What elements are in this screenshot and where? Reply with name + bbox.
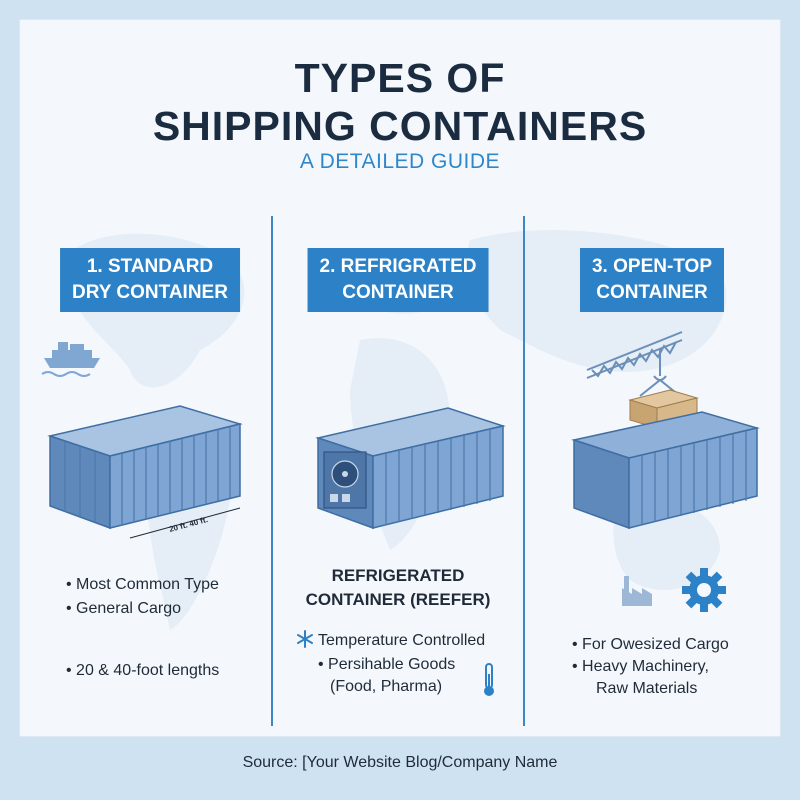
column-heading-line-1: 1. STANDARD — [86, 256, 214, 277]
factory-icon — [622, 576, 652, 606]
column-open-top: 3. OPEN-TOP CONTAINER — [532, 248, 772, 728]
column-standard-dry: 1. STANDARD DRY CONTAINER — [30, 248, 270, 728]
bullet-item: Temperature Controlled — [318, 632, 486, 649]
page-title: TYPES OF SHIPPING CONTAINERS — [20, 54, 780, 150]
column-divider-1 — [271, 216, 273, 726]
reefer-subtitle: REFRIGERATED CONTAINER (REEFER) — [278, 564, 518, 612]
dry-container-illustration: 20 ft. 40 ft. — [41, 342, 243, 539]
crane-icon — [586, 331, 683, 397]
column-heading-line-2: CONTAINER — [596, 282, 708, 303]
bullet-item: • Persihable Goods — [318, 656, 456, 673]
bullet-item: • Most Common Type — [66, 576, 219, 593]
bullet-item: Raw Materials — [596, 680, 698, 697]
column-heading: 1. STANDARD DRY CONTAINER — [60, 248, 240, 312]
column-heading-line-1: 3. OPEN-TOP — [591, 256, 713, 277]
reefer-container-illustration — [315, 407, 506, 530]
reefer-subtitle-line-2: CONTAINER (REEFER) — [305, 590, 491, 609]
bullet-item: (Food, Pharma) — [330, 678, 443, 695]
column-heading: 2. REFRIGRATED CONTAINER — [307, 248, 489, 312]
open-top-container-illustration — [571, 331, 760, 530]
dimension-label: 20 ft. 40 ft. — [168, 515, 209, 534]
bullet-item: • For Owesized Cargo — [572, 636, 729, 653]
snowflake-icon — [297, 630, 313, 648]
column-heading-line-1: 2. REFRIGRATED — [319, 256, 477, 277]
page-subtitle: A DETAILED GUIDE — [299, 150, 501, 173]
column-divider-2 — [523, 216, 525, 726]
gear-icon — [682, 568, 726, 612]
reefer-subtitle-line-1: REFRIGERATED — [331, 566, 465, 585]
column-refrigerated: 2. REFRIGRATED CONTAINER REFR — [278, 248, 518, 728]
title-line-2: SHIPPING CONTAINERS — [152, 103, 648, 149]
thermometer-icon — [484, 663, 494, 696]
bullet-item: • Heavy Machinery, — [572, 658, 709, 675]
ship-icon — [41, 342, 100, 377]
column-heading-line-2: CONTAINER — [342, 282, 454, 303]
source-footer: Source: [Your Website Blog/Company Name — [242, 754, 558, 771]
infographic-card: TYPES OF SHIPPING CONTAINERS A DETAILED … — [20, 20, 780, 736]
title-line-1: TYPES OF — [294, 55, 506, 101]
column-heading-line-2: DRY CONTAINER — [72, 282, 228, 303]
column-heading: 3. OPEN-TOP CONTAINER — [579, 248, 725, 312]
bullet-item: • 20 & 40-foot lengths — [66, 662, 220, 679]
bullet-item: • General Cargo — [66, 600, 181, 617]
refrigeration-unit — [323, 451, 367, 509]
